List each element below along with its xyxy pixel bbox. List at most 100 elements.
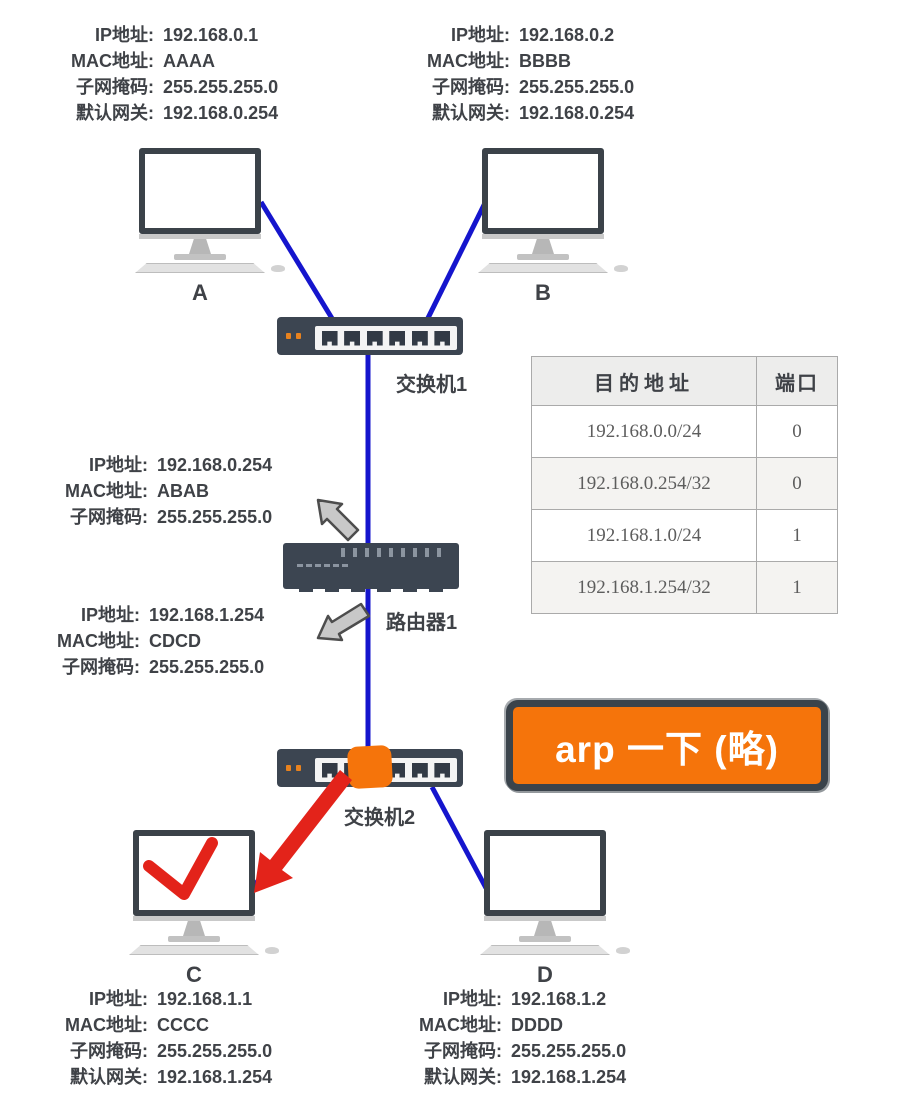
led-icon <box>296 765 301 771</box>
keyboard-icon <box>129 945 259 955</box>
cell-port: 1 <box>756 561 838 614</box>
monitor-stand <box>183 921 205 936</box>
info-line: MAC地址: AAAA <box>36 48 278 74</box>
ethernet-port-icon <box>366 762 383 778</box>
monitor-chin <box>133 916 255 921</box>
switch-ports <box>315 326 457 350</box>
monitor-base <box>168 936 220 942</box>
host-d-info: IP地址:192.168.1.2 MAC地址: DDDD 子网掩码: 255.255… <box>384 986 626 1090</box>
field-value: CDCD <box>149 631 201 651</box>
field-value: 192.168.0.1 <box>163 25 259 45</box>
ethernet-port-icon <box>344 762 361 778</box>
field-label: MAC地址: <box>419 1015 502 1035</box>
info-line: 子网掩码: 255.255.255.0 <box>384 1038 626 1064</box>
router1-label: 路由器1 <box>386 612 458 634</box>
ethernet-port-icon <box>411 762 428 778</box>
field-label: MAC地址: <box>65 1015 148 1035</box>
field-value: 192.168.0.254 <box>157 455 273 475</box>
info-line: IP地址: 192.168.1.254 <box>22 602 264 628</box>
field-label: 默认网关: <box>424 1067 502 1087</box>
table-header-row: 目的地址 端口 <box>531 356 838 406</box>
ethernet-port-icon <box>389 330 406 346</box>
field-value: AAAA <box>163 51 215 71</box>
router-detail <box>297 564 349 567</box>
switch-ports <box>315 758 457 782</box>
cable-b-switch1 <box>424 199 489 322</box>
router-vents <box>341 548 449 557</box>
ethernet-port-icon <box>411 330 428 346</box>
info-line: MAC地址:BBBB <box>392 48 634 74</box>
switch1-label: 交换机1 <box>396 374 468 396</box>
ethernet-port-icon <box>389 762 406 778</box>
field-value: DDDD <box>511 1015 563 1035</box>
field-label: MAC地址: <box>65 481 148 501</box>
monitor-chin <box>139 234 261 239</box>
field-label: IP地址: <box>88 989 148 1009</box>
info-line: IP地址:192.168.1.1 <box>30 986 272 1012</box>
field-label: 子网掩码: <box>424 1041 502 1061</box>
field-value: 255.255.255.0 <box>157 1041 273 1061</box>
info-line: MAC地址: DDDD <box>384 1012 626 1038</box>
cell-destination: 192.168.0.254/32 <box>531 457 757 510</box>
monitor-base <box>174 254 226 260</box>
field-value: 192.168.1.254 <box>149 605 265 625</box>
field-label: 子网掩码: <box>70 1041 148 1061</box>
field-label: 默认网关: <box>76 103 154 123</box>
switch-leds <box>286 333 301 339</box>
ethernet-port-icon <box>344 330 361 346</box>
info-line: IP地址:192.168.1.2 <box>384 986 626 1012</box>
ethernet-port-icon <box>434 330 451 346</box>
router-feet <box>299 589 443 592</box>
field-label: MAC地址: <box>427 51 510 71</box>
field-label: IP地址: <box>80 605 140 625</box>
field-label: IP地址: <box>94 25 154 45</box>
field-value: 192.168.1.254 <box>511 1067 627 1087</box>
ethernet-port-icon <box>321 762 338 778</box>
field-label: IP地址: <box>442 989 502 1009</box>
field-value: 255.255.255.0 <box>511 1041 627 1061</box>
cell-port: 0 <box>756 457 838 510</box>
info-line: 默认网关: 192.168.0.254 <box>36 100 278 126</box>
host-b-label: B <box>535 280 551 305</box>
info-line: 默认网关: 192.168.1.254 <box>384 1064 626 1090</box>
router-if1-info: IP地址:192.168.1.254 MAC地址:CDCD 子网掩码:255.2… <box>22 602 264 680</box>
column-header-destination: 目的地址 <box>531 356 757 406</box>
cable-a-switch1 <box>258 200 336 322</box>
field-value: 192.168.0.254 <box>163 103 279 123</box>
computer-b: B <box>478 148 628 306</box>
cell-destination: 192.168.0.0/24 <box>531 405 757 458</box>
computer-a: A <box>135 148 285 306</box>
monitor-stand <box>534 921 556 936</box>
computer-c: C <box>129 830 279 988</box>
keyboard-icon <box>478 263 608 273</box>
info-line: IP地址: 192.168.0.2 <box>392 22 634 48</box>
monitor-stand <box>532 239 554 254</box>
info-line: 子网掩码:255.255.255.0 <box>392 74 634 100</box>
monitor-icon <box>484 830 606 916</box>
monitor-base <box>517 254 569 260</box>
info-line: 默认网关:192.168.0.254 <box>392 100 634 126</box>
info-line: IP地址: 192.168.0.1 <box>36 22 278 48</box>
field-label: 子网掩码: <box>70 507 148 527</box>
monitor-chin <box>482 234 604 239</box>
field-value: 192.168.0.2 <box>519 25 615 45</box>
field-label: 默认网关: <box>70 1067 148 1087</box>
arrow-down-left-icon <box>316 602 371 642</box>
router-if0-info: IP地址:192.168.0.254 MAC地址:ABAB 子网掩码:255.2… <box>30 452 272 530</box>
info-line: 子网掩码:255.255.255.0 <box>36 74 278 100</box>
field-label: IP地址: <box>450 25 510 45</box>
cell-port: 0 <box>756 405 838 458</box>
field-label: MAC地址: <box>71 51 154 71</box>
field-value: 192.168.1.254 <box>157 1067 273 1087</box>
ethernet-port-icon <box>321 330 338 346</box>
cell-port: 1 <box>756 509 838 562</box>
host-b-info: IP地址: 192.168.0.2 MAC地址:BBBB 子网掩码:255.255… <box>392 22 634 126</box>
field-label: IP地址: <box>88 455 148 475</box>
info-line: MAC地址:CCCC <box>30 1012 272 1038</box>
switch2-label: 交换机2 <box>344 807 416 829</box>
